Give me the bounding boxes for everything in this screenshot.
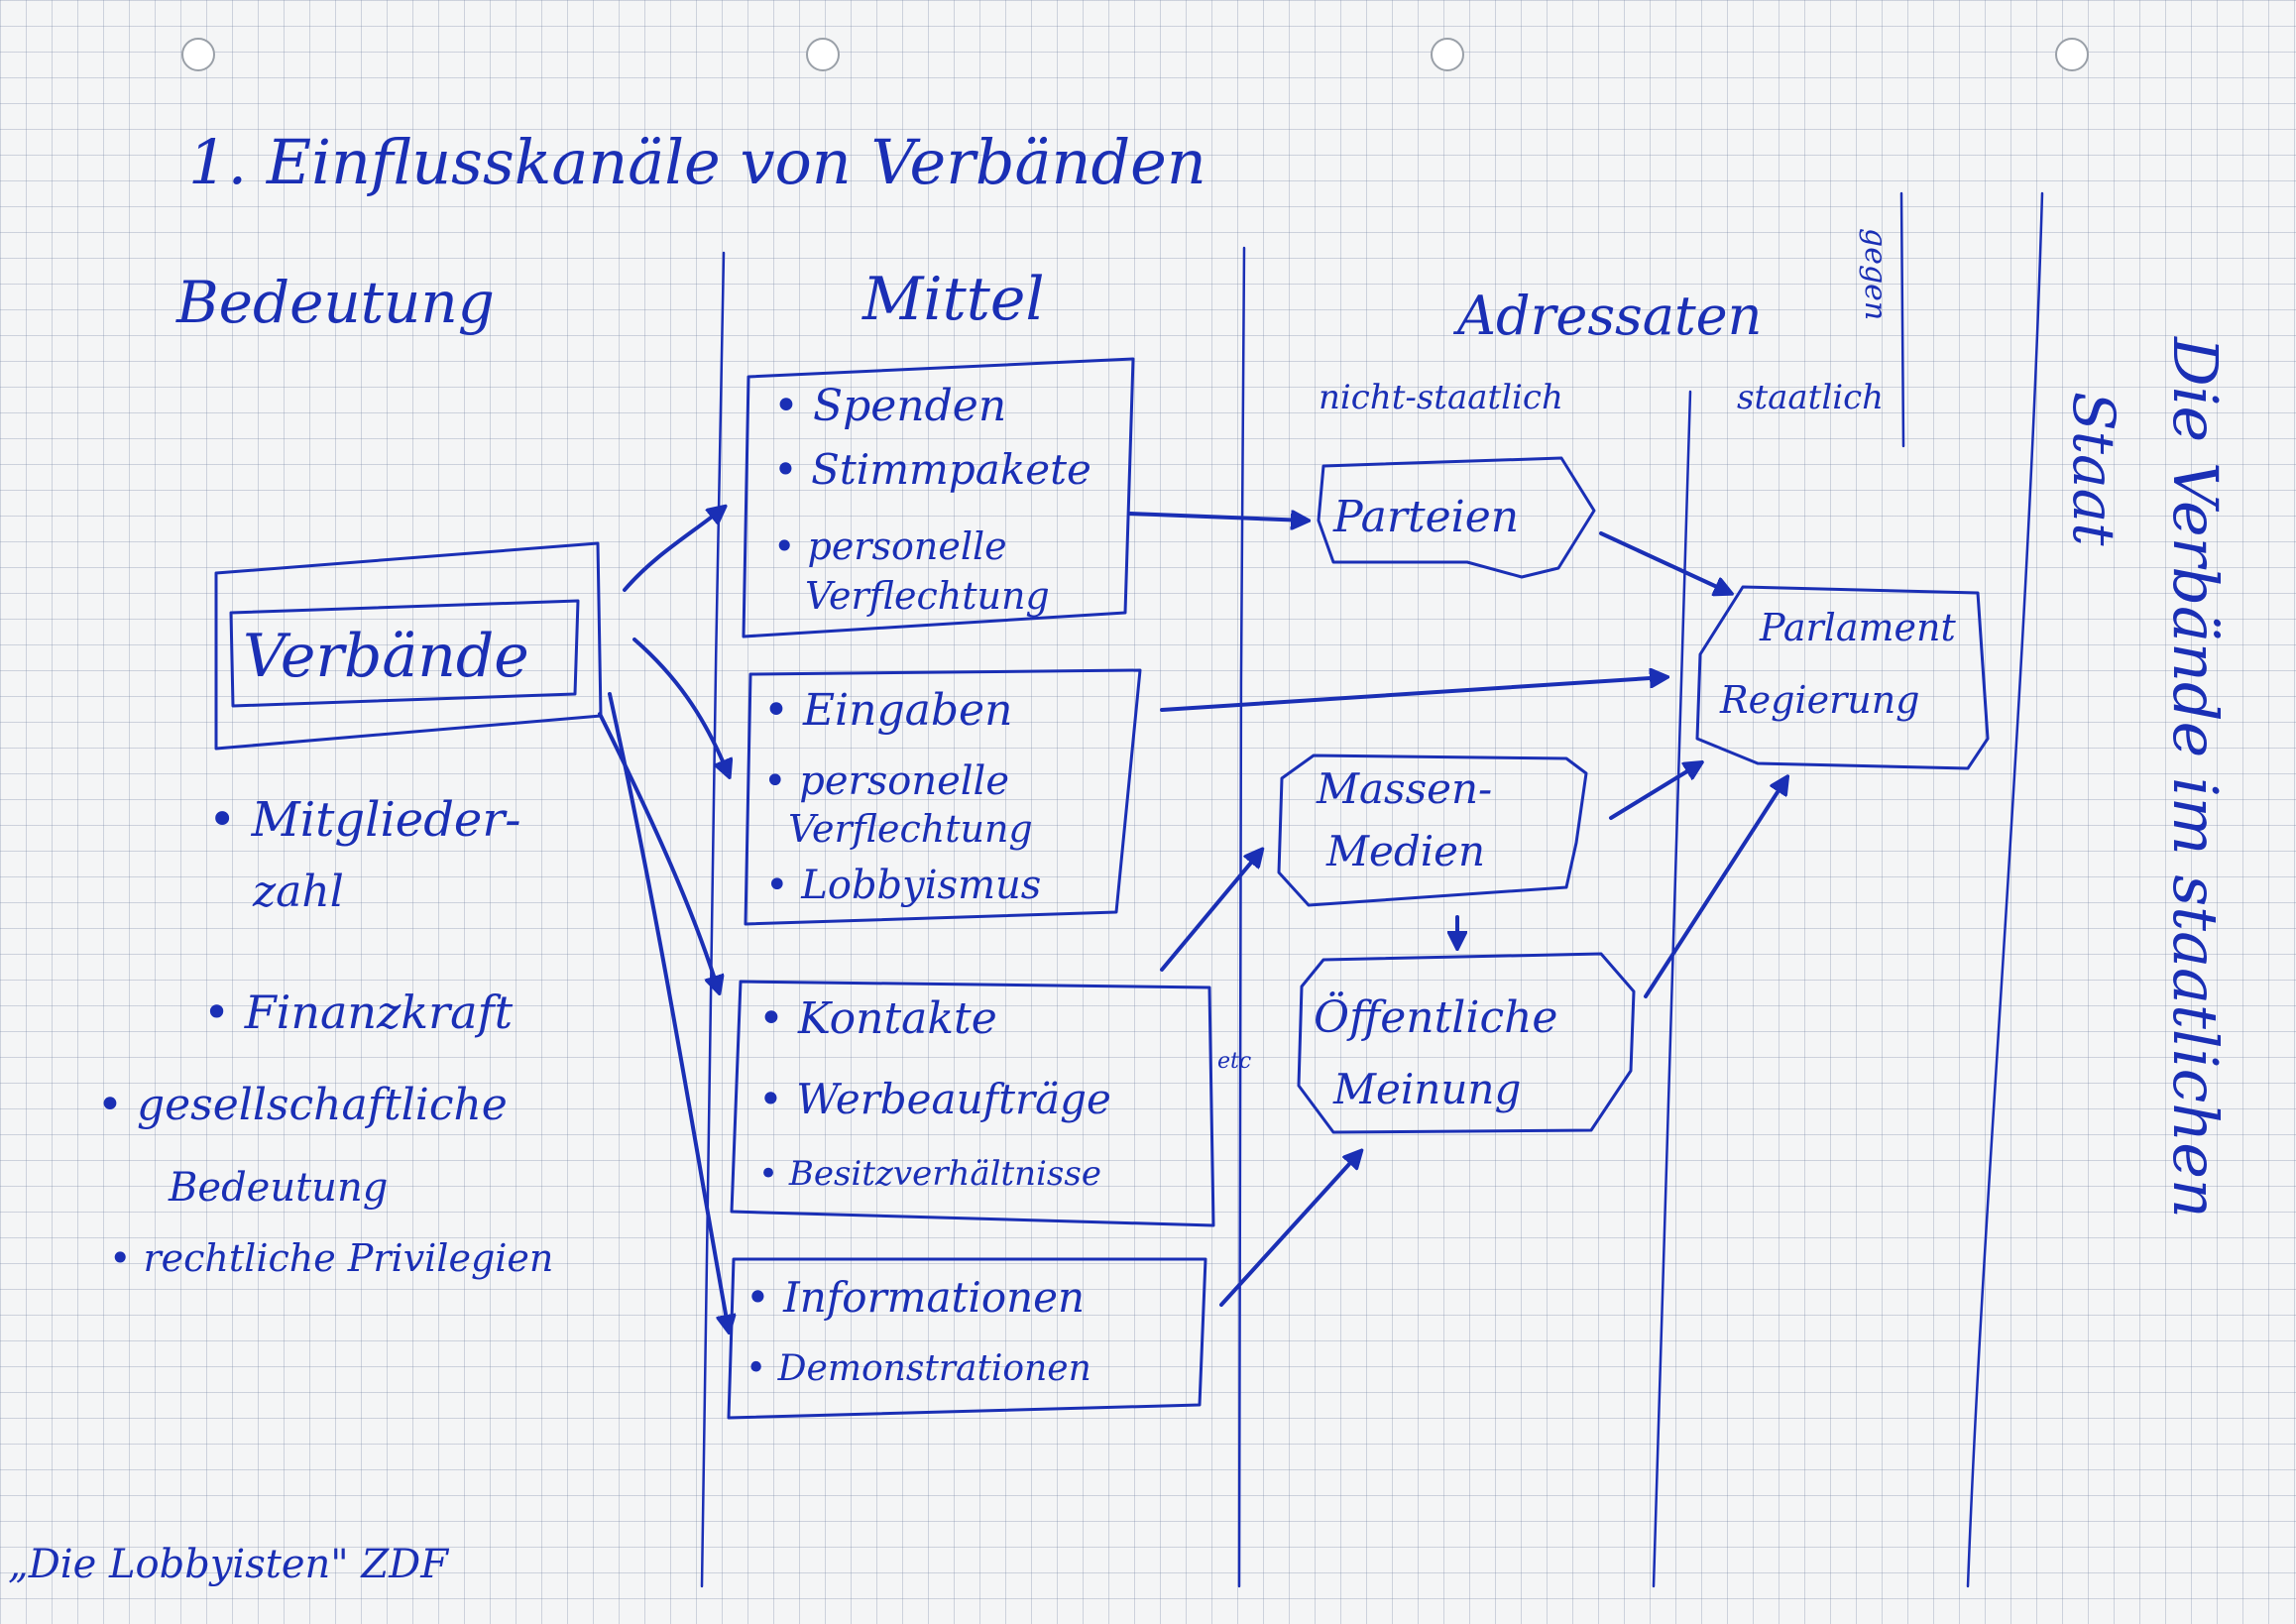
oeffentliche-meinung-shape bbox=[1297, 952, 1636, 1134]
bedeutung-item: Bedeutung bbox=[169, 1165, 389, 1211]
bedeutung-item: • rechtliche Privilegien bbox=[109, 1236, 554, 1280]
arrow-verbaende-to-mittel-4 bbox=[608, 692, 729, 1331]
column-line-4 bbox=[1966, 191, 2044, 1588]
mittel-item: • Demonstrationen bbox=[746, 1348, 1091, 1389]
mittel-item: • personelle bbox=[773, 524, 1007, 568]
column-line-2 bbox=[1237, 246, 1246, 1588]
mittel-item: • Eingaben bbox=[763, 685, 1013, 736]
parteien-label: Parteien bbox=[1333, 492, 1520, 542]
oeffentliche-meinung-label-1: Öffentliche bbox=[1314, 992, 1558, 1043]
side-note-line-1: Die Verbände im staatlichen bbox=[2159, 337, 2232, 1218]
arrow-mittel1-to-parteien bbox=[1128, 514, 1307, 521]
arrow-mittel3-to-massenmedien bbox=[1160, 851, 1261, 972]
arrow-medien-to-parlament bbox=[1609, 763, 1700, 820]
header-adressaten: Adressaten bbox=[1457, 285, 1763, 347]
punch-hole bbox=[2055, 38, 2089, 71]
bedeutung-item: • gesellschaftliche bbox=[97, 1080, 508, 1130]
header-gegen: gegen bbox=[1858, 228, 1893, 321]
arrow-parteien-to-parlament bbox=[1599, 531, 1730, 593]
mittel-item: • Kontakte bbox=[758, 993, 997, 1044]
column-line-1 bbox=[700, 251, 726, 1588]
mittel-item: • Stimmpakete bbox=[773, 445, 1091, 494]
header-mittel: Mittel bbox=[862, 265, 1045, 334]
mittel-item: • Lobbyismus bbox=[765, 863, 1042, 908]
verbaende-label: Verbände bbox=[243, 622, 529, 691]
massenmedien-label-2: Medien bbox=[1326, 827, 1486, 875]
mittel-item: • Werbeaufträge bbox=[758, 1075, 1111, 1123]
mittel-item: Verflechtung bbox=[788, 807, 1033, 851]
header-nicht-staatlich: nicht-staatlich bbox=[1319, 378, 1563, 417]
punch-hole bbox=[806, 38, 840, 71]
mittel-item: • Informationen bbox=[746, 1273, 1086, 1322]
punch-hole bbox=[1431, 38, 1464, 71]
mittel-box-2 bbox=[744, 668, 1142, 926]
oeffentliche-meinung-label-2: Meinung bbox=[1333, 1065, 1522, 1113]
arrow-meinung-to-parlament bbox=[1644, 778, 1786, 998]
mittel-box-3 bbox=[730, 980, 1215, 1227]
regierung-label: Regierung bbox=[1720, 678, 1920, 722]
massenmedien-shape bbox=[1277, 754, 1588, 907]
verbaende-inner-box bbox=[229, 599, 580, 708]
small-note-etc: etc bbox=[1217, 1049, 1252, 1074]
bedeutung-item: zahl bbox=[253, 867, 344, 917]
mittel-item: • Besitzverhältnisse bbox=[758, 1154, 1101, 1194]
arrow-verbaende-to-mittel-3 bbox=[598, 712, 719, 991]
mittel-item: Verflechtung bbox=[805, 574, 1050, 618]
mittel-box-4 bbox=[727, 1257, 1207, 1420]
bedeutung-item: • Mitglieder- bbox=[208, 792, 521, 848]
gegen-line bbox=[1899, 191, 1905, 448]
parlament-regierung-shape bbox=[1695, 585, 1990, 770]
bedeutung-item: • Finanzkraft bbox=[203, 986, 514, 1039]
column-line-3 bbox=[1652, 390, 1692, 1588]
page-title: 1. Einflusskanäle von Verbänden bbox=[188, 126, 1206, 198]
punch-hole bbox=[181, 38, 215, 71]
header-staatlich: staatlich bbox=[1737, 378, 1885, 417]
mittel-item: • personelle bbox=[763, 758, 1010, 804]
side-note-line-2: Staat bbox=[2060, 392, 2127, 546]
massenmedien-label-1: Massen- bbox=[1317, 764, 1493, 813]
source-note: „Die Lobbyisten" ZDF bbox=[8, 1542, 448, 1587]
arrow-mittel4-to-oeffentlichkeit bbox=[1219, 1152, 1360, 1307]
arrow-mittel2-to-parlament bbox=[1160, 677, 1665, 712]
mittel-item: • Spenden bbox=[773, 381, 1007, 431]
mittel-box-1 bbox=[742, 357, 1135, 638]
parteien-shape bbox=[1317, 456, 1596, 579]
arrow-verbaende-to-mittel-2 bbox=[632, 638, 729, 775]
header-bedeutung: Bedeutung bbox=[176, 269, 495, 336]
arrow-verbaende-to-mittel-1 bbox=[623, 508, 724, 592]
parlament-label: Parlament bbox=[1760, 606, 1956, 649]
